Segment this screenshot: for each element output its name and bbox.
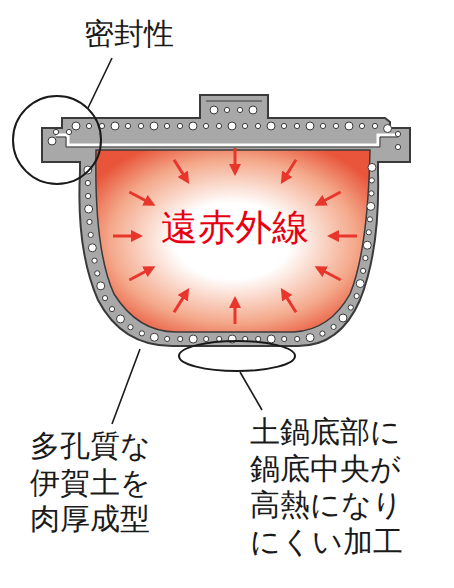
pore xyxy=(85,193,90,198)
pore xyxy=(87,219,92,224)
infrared-arrow xyxy=(174,293,186,312)
lid-knob xyxy=(206,100,262,101)
leader-line xyxy=(88,58,112,108)
pore xyxy=(164,123,169,128)
infrared-arrow xyxy=(284,293,296,312)
pore xyxy=(361,268,366,273)
pore xyxy=(139,331,144,336)
pore xyxy=(282,336,287,341)
pot-wall xyxy=(42,95,410,346)
pore xyxy=(320,123,325,128)
pore xyxy=(150,122,158,130)
pore xyxy=(369,191,374,196)
pore xyxy=(224,107,229,112)
pore xyxy=(267,122,275,130)
infrared-arrow xyxy=(234,148,237,170)
infrared-arrows xyxy=(113,148,357,324)
pore xyxy=(66,129,71,134)
pore xyxy=(363,255,368,260)
pore xyxy=(72,122,80,130)
pore xyxy=(102,296,107,301)
pore xyxy=(53,129,58,134)
pore xyxy=(48,137,56,145)
pore xyxy=(359,123,364,128)
pore xyxy=(306,334,314,342)
pore xyxy=(85,205,93,213)
pore xyxy=(116,315,124,323)
lid-seam-edge xyxy=(56,137,398,147)
pore xyxy=(85,180,90,185)
pore xyxy=(189,335,197,343)
pore xyxy=(204,336,209,341)
infrared-arrow xyxy=(333,235,357,238)
pore xyxy=(345,122,353,130)
pore xyxy=(242,123,247,128)
leader-line xyxy=(112,349,140,424)
effect-label: 遠赤外線 xyxy=(161,205,309,250)
pore xyxy=(356,280,364,288)
pore xyxy=(333,123,338,128)
leader-line xyxy=(240,372,262,410)
pore xyxy=(294,123,299,128)
callout-ellipse xyxy=(179,341,295,371)
material-note: 多孔質な 伊賀土を 肉厚成型 xyxy=(30,428,168,538)
infrared-arrow xyxy=(320,192,341,203)
pore xyxy=(267,335,275,343)
infrared-arrow xyxy=(129,192,150,203)
base-note: 土鍋底部に 鍋底中央が 高熱になり にくい加工 xyxy=(250,414,412,560)
pore xyxy=(395,144,400,149)
pore xyxy=(249,106,257,114)
pore xyxy=(348,305,353,310)
pore xyxy=(216,123,221,128)
pore xyxy=(320,331,325,336)
pore xyxy=(237,107,242,112)
pore xyxy=(95,271,100,276)
pore xyxy=(255,123,260,128)
pore xyxy=(165,336,170,341)
pore xyxy=(384,125,392,133)
pore xyxy=(86,123,91,128)
infrared-arrow xyxy=(129,269,150,280)
pore xyxy=(354,293,359,298)
pore xyxy=(88,244,96,252)
part-label: 密封性 xyxy=(84,16,174,53)
infrared-arrow xyxy=(174,160,186,179)
callout-circle xyxy=(13,96,101,184)
infrared-arrow xyxy=(320,269,341,280)
pore xyxy=(177,123,182,128)
pore xyxy=(97,282,105,290)
pore xyxy=(138,123,143,128)
infrared-arrow xyxy=(284,160,296,179)
pore xyxy=(150,333,158,341)
pore xyxy=(339,314,347,322)
infrared-arrow xyxy=(113,235,137,238)
pore xyxy=(125,123,130,128)
pore xyxy=(109,306,114,311)
pore xyxy=(363,241,371,249)
pore xyxy=(369,178,374,183)
pore xyxy=(281,123,286,128)
pore xyxy=(366,230,371,235)
pore xyxy=(368,163,376,171)
pore xyxy=(331,324,336,329)
infrared-arrow xyxy=(234,302,237,324)
pore xyxy=(228,122,236,130)
pore xyxy=(88,232,93,237)
pore xyxy=(395,131,400,136)
pore xyxy=(372,123,377,128)
pore xyxy=(367,217,372,222)
pore xyxy=(210,106,218,114)
pore xyxy=(189,122,197,130)
pot-cavity xyxy=(96,150,370,332)
pore xyxy=(295,336,300,341)
pore xyxy=(128,325,133,330)
pore xyxy=(306,122,314,130)
pore xyxy=(178,336,183,341)
pore xyxy=(203,123,208,128)
pore xyxy=(92,258,97,263)
pore xyxy=(367,202,375,210)
lid-seam xyxy=(56,135,398,145)
pore xyxy=(111,122,119,130)
